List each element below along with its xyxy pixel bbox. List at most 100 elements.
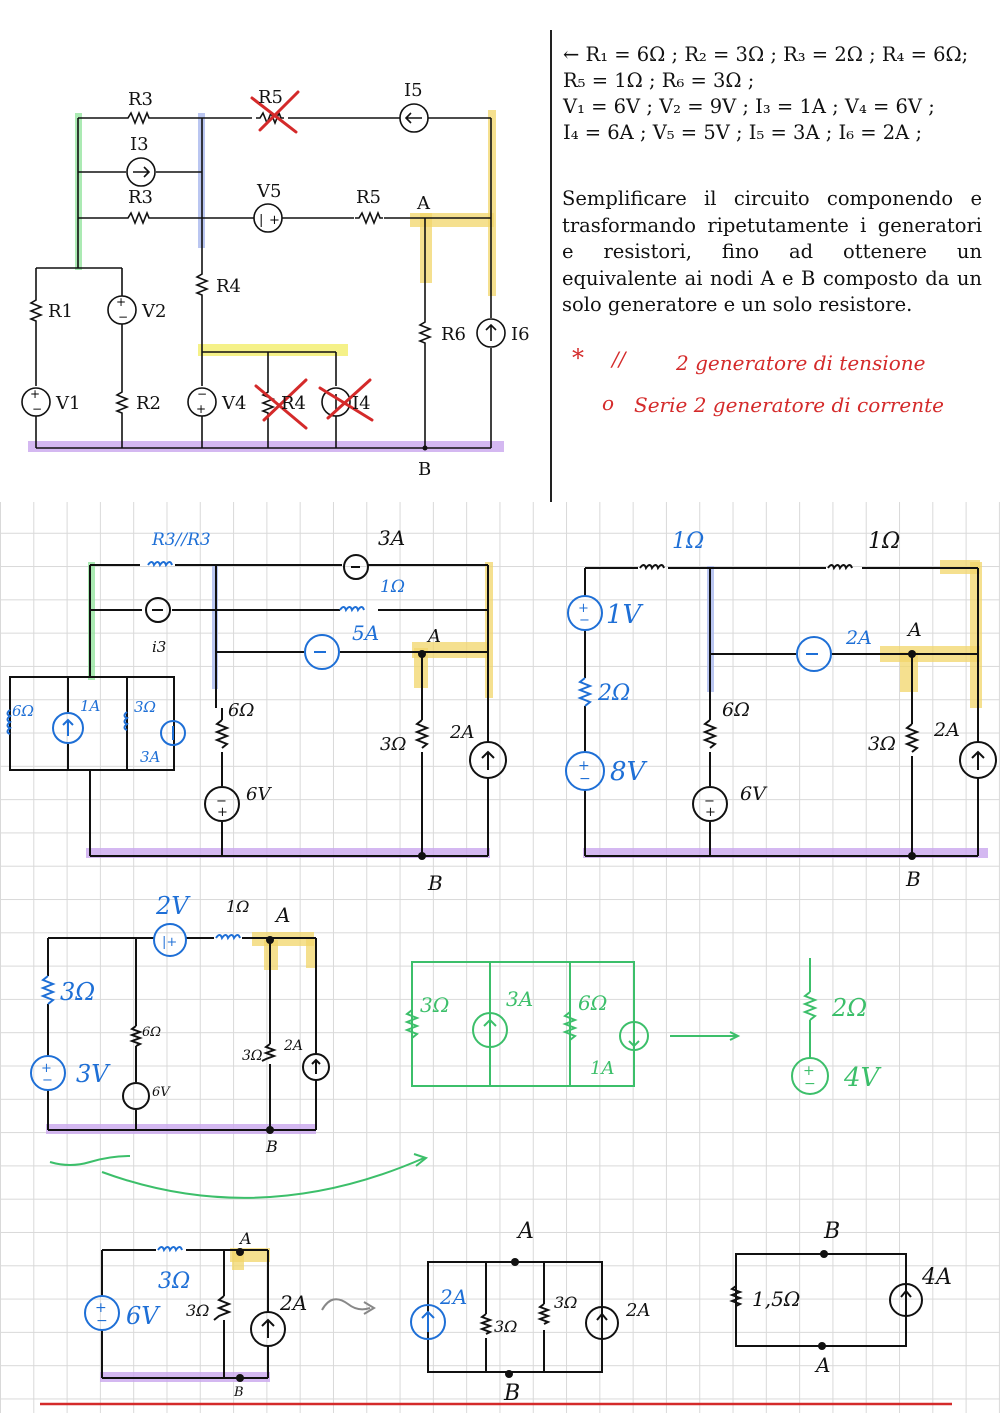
step2-circuit: − + + − + − 1Ω 1V 2Ω 8V 2A 1Ω A (565, 529, 997, 891)
node-a-label: A (814, 1353, 830, 1377)
label: 8V (610, 757, 648, 787)
original-circuit: | + + − + − − + R3 R5 I5 I3 R3 V5 R5 (21, 80, 530, 480)
svg-text:+: + (196, 402, 206, 416)
svg-text:|+: |+ (162, 935, 177, 950)
label: 2A (279, 1291, 307, 1315)
label: 3Ω (868, 733, 896, 755)
svg-text:−: − (579, 771, 591, 787)
label: 2A (449, 722, 474, 743)
svg-text:+: + (578, 601, 589, 616)
node-a-label: A (238, 1229, 252, 1248)
label: R3//R3 (151, 530, 211, 550)
svg-text:+: + (578, 758, 590, 774)
label: 1A (80, 697, 101, 715)
label: R1 (48, 301, 73, 322)
label: V1 (55, 393, 80, 414)
note-mark: o (602, 391, 614, 415)
label: 2Ω (831, 994, 867, 1022)
label: R4 (281, 393, 306, 414)
label: 5A (352, 621, 379, 645)
svg-text:−: − (804, 1076, 816, 1092)
label: I5 (404, 80, 423, 101)
label: i3 (152, 638, 166, 656)
label: 3Ω (494, 1317, 517, 1336)
label: 3Ω (134, 698, 156, 716)
label: 1Ω (380, 577, 405, 597)
step3-circuit: |+ + − 2V 3Ω 3V 1Ω A 6Ω 6V 3Ω 2A B (30, 892, 429, 1199)
label: 6V (246, 784, 272, 805)
label: 3Ω (242, 1048, 263, 1064)
label: 6Ω (722, 699, 750, 721)
label: 1A (590, 1058, 614, 1079)
label: 3Ω (420, 993, 449, 1017)
green-equivalent: + − 3Ω 3A 6Ω 1A 2Ω 4V (404, 958, 882, 1095)
label: 2A (933, 719, 960, 741)
label: 1,5Ω (752, 1287, 800, 1311)
param-line: V₁ = 6V ; V₂ = 9V ; I₃ = 1A ; V₄ = 6V ; (563, 95, 935, 118)
node-b-label: B (265, 1137, 278, 1156)
param-line: R₅ = 1Ω ; R₆ = 3Ω ; (563, 69, 755, 92)
step5-circuit: A 2A 3Ω 3Ω 2A B (410, 1219, 650, 1406)
label: 6Ω (12, 702, 34, 720)
label: 6V (126, 1302, 161, 1330)
label: I4 (352, 393, 371, 414)
svg-text:−: − (197, 387, 207, 401)
label: 3A (378, 526, 405, 550)
svg-text:+: + (217, 805, 228, 820)
svg-text:+: + (30, 387, 40, 401)
label: 4V (843, 1063, 882, 1093)
step4-circuit: + − 3Ω 6V A 3Ω 2A B (84, 1229, 376, 1400)
label: 2Ω (597, 681, 630, 706)
label: 6Ω (142, 1025, 161, 1040)
label: 3Ω (158, 1269, 190, 1294)
node-a-label: A (274, 903, 290, 927)
label: I3 (130, 134, 149, 155)
node-a-label: A (416, 193, 431, 214)
node-a-label: A (426, 626, 441, 647)
param-line: ← R₁ = 6Ω ; R₂ = 3Ω ; R₃ = 2Ω ; R₄ = 6Ω; (563, 43, 969, 66)
problem-panel (0, 0, 1000, 502)
svg-text:−: − (579, 613, 590, 628)
step1-circuit: − + R3//R3 1Ω 5A i3 6Ω 1A 3Ω 3A 3A A 6Ω … (6, 526, 507, 895)
svg-text:−: − (32, 402, 42, 416)
label: 2A (625, 1300, 650, 1321)
parameter-list: ← R₁ = 6Ω ; R₂ = 3Ω ; R₃ = 2Ω ; R₄ = 6Ω;… (563, 42, 993, 146)
label: 6Ω (228, 700, 254, 721)
label: 4A (921, 1265, 952, 1290)
label: V4 (221, 393, 246, 414)
node-b-label: B (427, 871, 443, 895)
note-line: Serie 2 generatore di corrente (634, 393, 944, 417)
svg-text:−: − (118, 310, 128, 324)
node-b-label: B (418, 459, 431, 480)
label: 3Ω (186, 1301, 209, 1320)
label: 3Ω (380, 734, 406, 755)
label: 6V (152, 1085, 171, 1100)
label: R6 (441, 324, 466, 345)
label: R4 (216, 276, 241, 297)
note-mark: * (572, 344, 584, 372)
red-notes: * // 2 generatore di tensione o Serie 2 … (572, 344, 944, 417)
node-b-label: B (233, 1385, 244, 1400)
svg-text:−: − (42, 1073, 53, 1088)
label: 3Ω (60, 978, 95, 1006)
svg-text:|: | (259, 213, 263, 228)
node-b-label: B (823, 1219, 840, 1244)
label: 1Ω (226, 897, 249, 916)
svg-text:−: − (704, 794, 715, 809)
label: 2A (845, 627, 872, 649)
label: 6V (740, 783, 768, 805)
node-b-label: B (503, 1381, 520, 1406)
svg-text:−: − (216, 794, 227, 809)
panel-divider (550, 30, 552, 502)
label: 1Ω (868, 529, 900, 554)
label: 3A (506, 987, 533, 1011)
node-a-label: A (906, 619, 922, 641)
svg-text:−: − (96, 1313, 108, 1329)
note-line: 2 generatore di tensione (675, 351, 925, 375)
svg-text:+: + (269, 213, 280, 228)
label: R5 (258, 87, 283, 108)
label: I6 (511, 324, 530, 345)
label: R2 (136, 393, 161, 414)
